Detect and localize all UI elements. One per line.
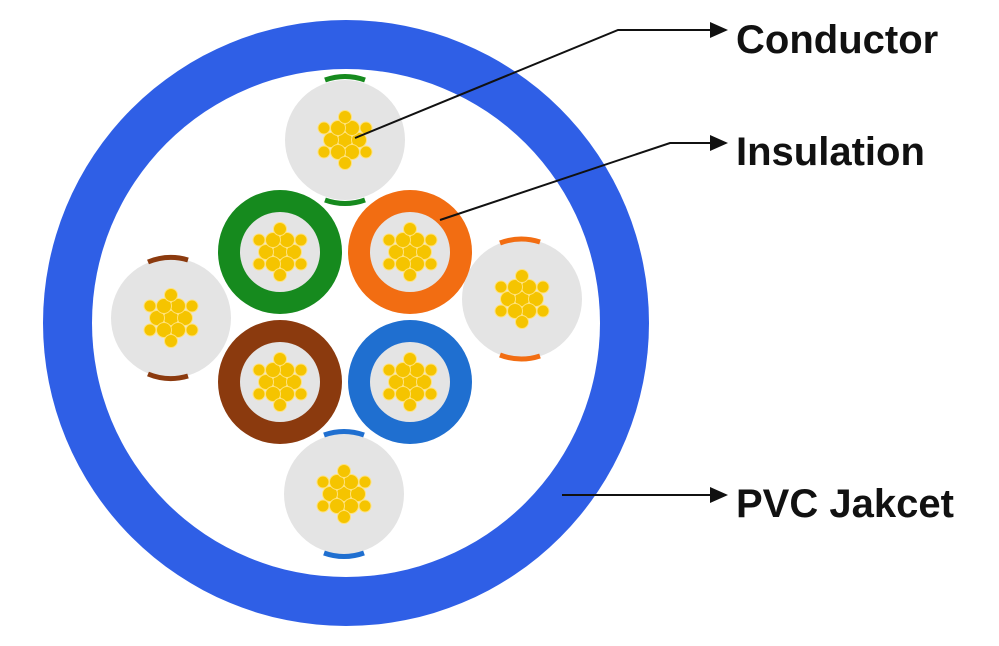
filler-wire-left	[111, 254, 231, 382]
insulation-label: Insulation	[736, 130, 925, 174]
filler-wire-top	[285, 74, 405, 206]
insulated-wire-brown	[218, 320, 342, 444]
insulated-wire-blue	[348, 320, 472, 444]
filler-wire-right	[462, 236, 582, 362]
insulation-leader-line	[439, 135, 728, 221]
filler-wire-bottom	[284, 429, 404, 559]
conductor-leader-line	[354, 22, 728, 139]
conductor-label: Conductor	[736, 18, 939, 62]
pvc-jacket-label: PVC Jakcet	[736, 482, 954, 526]
jacket-inner-space	[92, 69, 600, 577]
insulated-wire-green	[218, 190, 342, 314]
insulated-wire-orange	[348, 190, 472, 314]
